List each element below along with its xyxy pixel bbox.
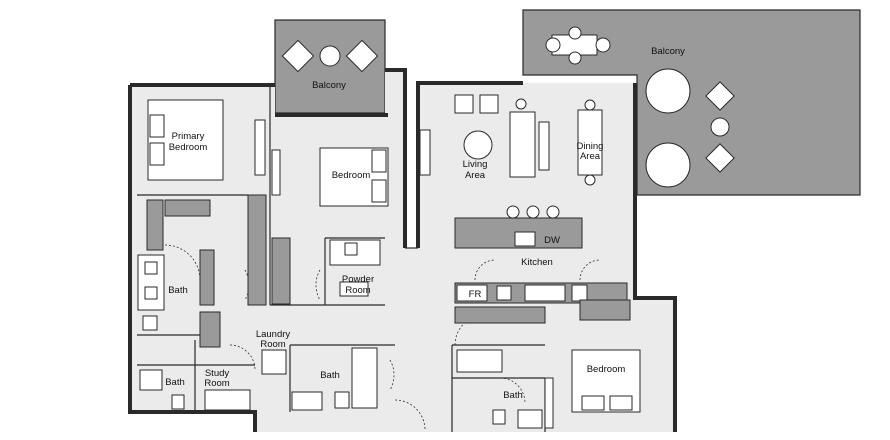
door-swings	[164, 244, 601, 431]
bath-lower-left-label: Bath	[165, 377, 185, 388]
study-room-label-1: Study	[205, 368, 230, 379]
balcony-left-furniture	[281, 39, 379, 73]
study-room-label-2: Room	[204, 378, 229, 389]
bath-right-label: Bath	[503, 390, 523, 401]
interior-walls	[137, 85, 546, 432]
primary-bedroom-label-2: Bedroom	[169, 142, 208, 153]
bath-center-label: Bath	[320, 370, 340, 381]
dining-area-label-1: Dining	[577, 141, 604, 152]
laundry-room-label-2: Room	[260, 339, 285, 350]
wardrobes	[146, 194, 291, 348]
laundry-room-label-1: Laundry	[256, 329, 291, 340]
living-area-label-1: Living	[463, 159, 488, 170]
dishwasher-label: DW	[544, 235, 560, 246]
balcony-right-furniture	[545, 26, 735, 188]
bathroom-fixtures	[137, 239, 543, 429]
powder-room-label-2: Room	[345, 285, 370, 296]
right-bedroom-furniture	[544, 349, 641, 429]
bedroom-center-label: Bedroom	[332, 170, 371, 181]
living-area-label-2: Area	[465, 170, 486, 181]
dining-area-label-2: Area	[580, 151, 601, 162]
kitchen-label: Kitchen	[521, 257, 553, 268]
bedroom-right-label: Bedroom	[587, 364, 626, 375]
balcony-left-label: Balcony	[312, 80, 346, 91]
powder-room-label-1: Powder	[342, 274, 374, 285]
fridge-label: FR	[469, 289, 482, 300]
center-bedroom-furniture	[271, 147, 389, 207]
exterior-walls	[128, 68, 677, 432]
balcony-right-label: Balcony	[651, 46, 685, 57]
room-labels: Balcony Balcony Primary Bedroom Bedroom …	[165, 46, 685, 401]
primary-bedroom-label-1: Primary	[172, 131, 205, 142]
living-dining-furniture	[419, 94, 603, 186]
kitchen-furniture	[454, 205, 631, 324]
primary-bedroom-furniture	[147, 99, 266, 181]
bath-left-label: Bath	[168, 285, 188, 296]
